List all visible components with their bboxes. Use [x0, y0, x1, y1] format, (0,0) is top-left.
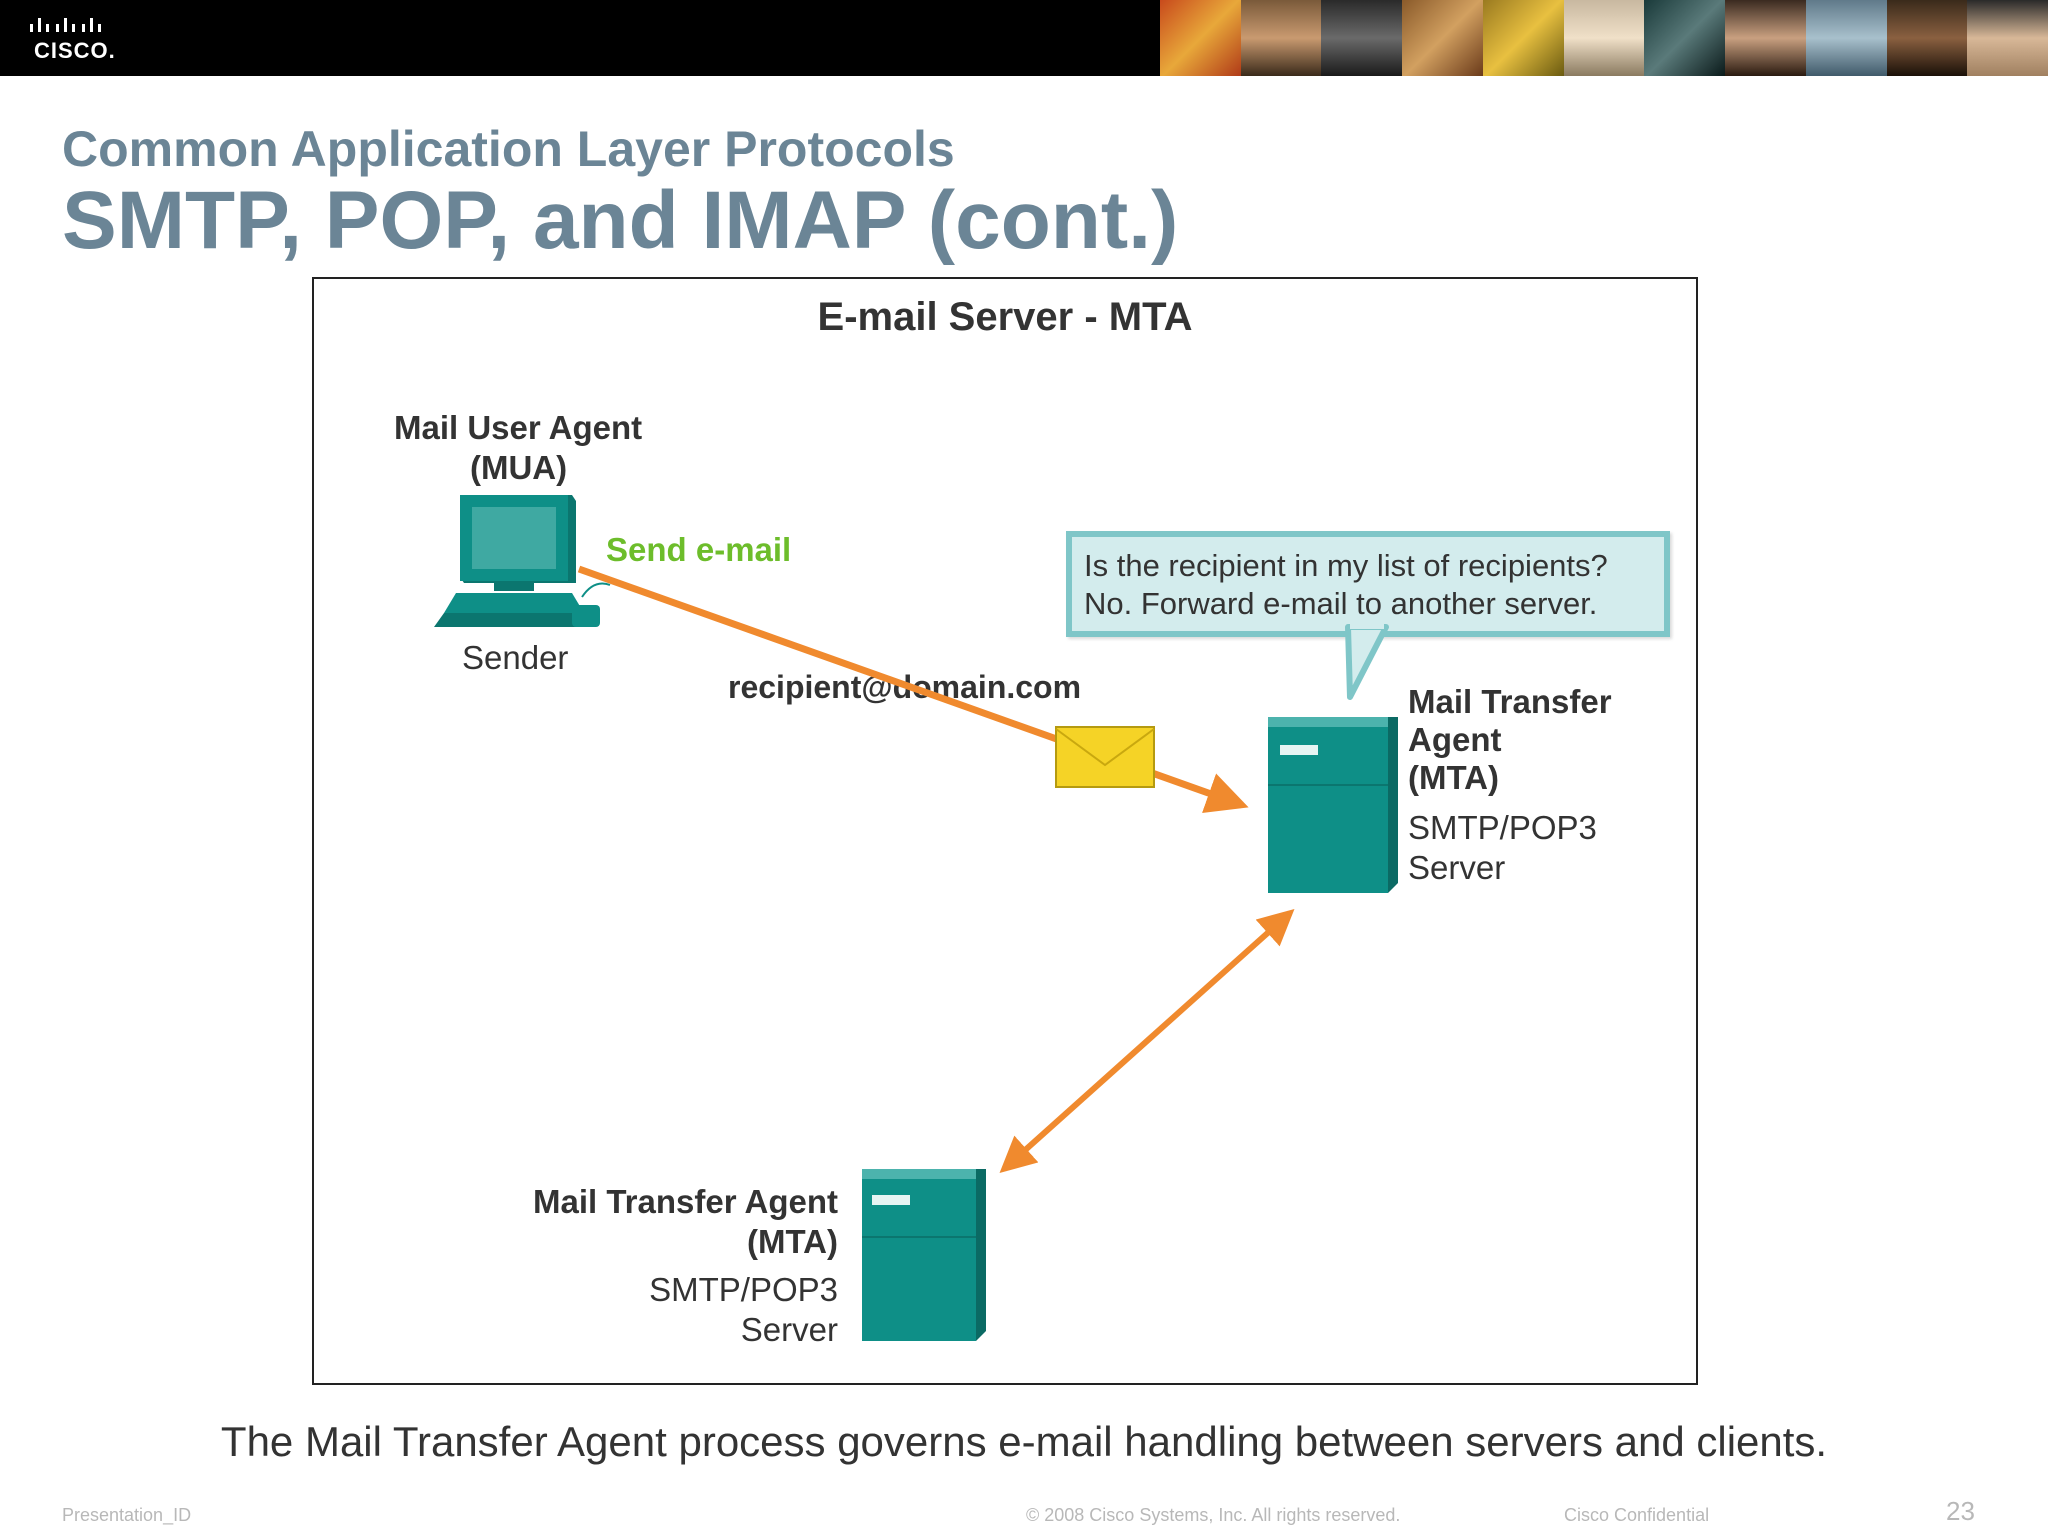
mta-bottom-protocol: SMTP/POP3	[649, 1271, 838, 1308]
slide-title: SMTP, POP, and IMAP (cont.)	[62, 175, 1179, 266]
callout-line1: Is the recipient in my list of recipient…	[1084, 548, 1608, 583]
page-number: 23	[1946, 1496, 1975, 1526]
mta-bottom-kind: Server	[740, 1311, 838, 1348]
mta-bottom-label-line2: (MTA)	[746, 1223, 838, 1260]
footer-confidential: Cisco Confidential	[1564, 1505, 1710, 1525]
computer-icon	[434, 495, 611, 627]
mta-right-protocol: SMTP/POP3	[1408, 809, 1597, 846]
footer-copyright: © 2008 Cisco Systems, Inc. All rights re…	[1026, 1505, 1401, 1525]
mua-label-line1: Mail User Agent	[394, 409, 643, 446]
top-banner: CISCO.	[0, 0, 2048, 76]
mta-right-label-line2: Agent	[1408, 721, 1502, 758]
slide-caption: The Mail Transfer Agent process governs …	[220, 1418, 1828, 1465]
send-email-label: Send e-mail	[606, 531, 792, 568]
mua-label-line2: (MUA)	[470, 449, 568, 486]
envelope-icon	[1055, 726, 1155, 788]
cisco-logo: CISCO.	[28, 14, 128, 64]
callout-tail	[1345, 624, 1389, 700]
callout-line2: No. Forward e-mail to another server.	[1084, 586, 1598, 621]
mta-right-label-line1: Mail Transfer	[1408, 683, 1612, 720]
relay-arrow	[999, 908, 1295, 1174]
server-icon-bottom	[862, 1169, 986, 1341]
footer-presentation-id: Presentation_ID	[62, 1505, 192, 1525]
diagram-frame: E-mail Server - MTA Mail User Agent (MUA…	[312, 277, 1698, 1385]
mta-right-label-line3: (MTA)	[1408, 759, 1500, 796]
server-icon-right	[1268, 717, 1398, 893]
logo-text: CISCO.	[34, 38, 116, 63]
mta-right-kind: Server	[1408, 849, 1506, 886]
mua-role-label: Sender	[462, 639, 569, 676]
cisco-bars-icon	[30, 18, 101, 32]
mta-bottom-label-line1: Mail Transfer Agent	[532, 1183, 838, 1220]
photo-strip	[1160, 0, 2048, 76]
diagram-graphics	[434, 495, 1398, 1341]
diagram-title: E-mail Server - MTA	[817, 295, 1193, 339]
slide-subtitle: Common Application Layer Protocols	[62, 121, 955, 177]
